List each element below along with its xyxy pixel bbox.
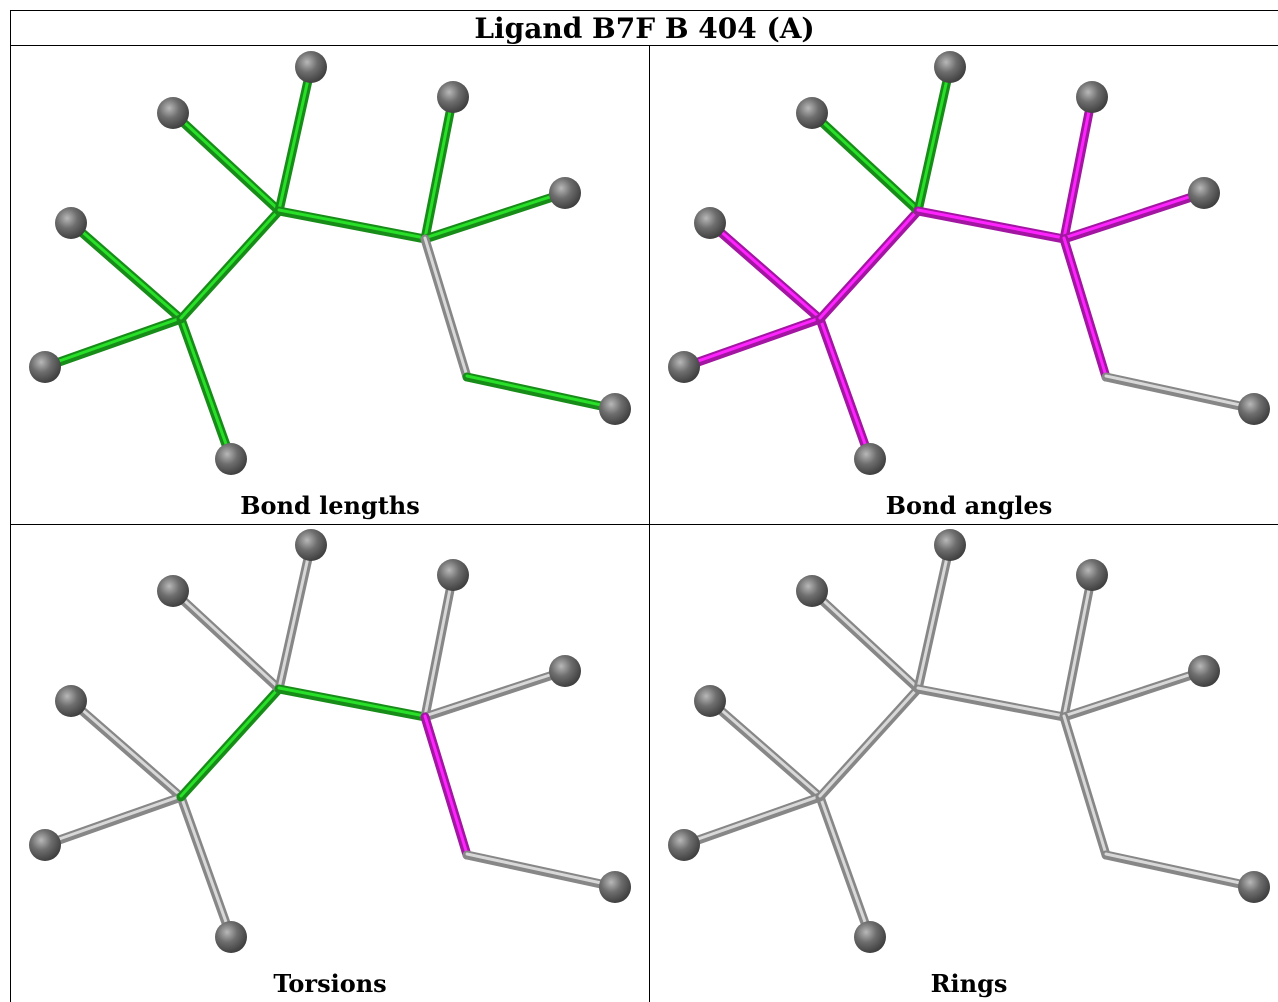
atom-sphere-t <box>1238 871 1270 903</box>
bond-c3-h6 <box>1059 570 1097 722</box>
bond-c1-h2 <box>40 314 186 372</box>
bond-c1-h1 <box>705 696 825 802</box>
bond-c3-h6 <box>1059 92 1097 244</box>
bond-c2-c3 <box>913 206 1069 244</box>
molecule-diagram <box>29 529 631 953</box>
panel-caption: Bond lengths <box>240 491 420 520</box>
molecule-diagram <box>668 51 1270 475</box>
atom-sphere-h3 <box>215 443 247 475</box>
atom-sphere-t <box>1238 393 1270 425</box>
atom-sphere-h6 <box>437 559 469 591</box>
figure-title: Ligand B7F B 404 (A) <box>10 10 1278 46</box>
atom-sphere-h3 <box>215 921 247 953</box>
atom-sphere-h5 <box>934 51 966 83</box>
bond-c2-c3 <box>274 684 430 722</box>
bond-c2-h5 <box>913 540 955 694</box>
atom-sphere-h4 <box>796 97 828 129</box>
bond-c4-t <box>462 372 620 414</box>
panel-caption: Torsions <box>273 969 387 998</box>
atom-sphere-h6 <box>1076 559 1108 591</box>
bond-c1-h3 <box>815 792 875 942</box>
bond-c2-c3 <box>913 684 1069 722</box>
atom-sphere-h7 <box>549 177 581 209</box>
bond-c2-h5 <box>274 62 316 216</box>
panel-rings: Rings <box>650 525 1278 1001</box>
bond-c1-c2 <box>176 206 284 324</box>
bond-c2-h5 <box>274 540 316 694</box>
atom-sphere-h7 <box>549 655 581 687</box>
bond-c1-c2 <box>815 684 923 802</box>
bond-c2-c3 <box>274 206 430 244</box>
molecule-diagram <box>29 51 631 475</box>
bond-c1-h2 <box>679 792 825 850</box>
atom-sphere-t <box>599 393 631 425</box>
atom-sphere-h2 <box>668 829 700 861</box>
atom-sphere-h4 <box>157 575 189 607</box>
bond-c1-c2 <box>176 684 284 802</box>
bond-c3-c4 <box>420 234 472 382</box>
atom-sphere-h6 <box>1076 81 1108 113</box>
bond-c3-h6 <box>420 570 458 722</box>
atom-sphere-h1 <box>694 207 726 239</box>
bond-c2-h5 <box>913 62 955 216</box>
panel-caption: Bond angles <box>885 491 1053 520</box>
bond-c1-h1 <box>66 218 186 324</box>
atom-sphere-h3 <box>854 443 886 475</box>
atom-sphere-h2 <box>668 351 700 383</box>
bond-c2-h4 <box>807 586 923 694</box>
atom-sphere-h5 <box>295 51 327 83</box>
bond-c2-h4 <box>807 108 923 216</box>
atom-sphere-h7 <box>1188 177 1220 209</box>
bond-c1-c2 <box>815 206 923 324</box>
atom-sphere-h1 <box>55 685 87 717</box>
row-divider <box>10 524 1278 525</box>
panel-caption: Rings <box>930 969 1008 998</box>
panel-bond-lengths: Bond lengths <box>11 47 649 523</box>
bond-c2-h4 <box>168 108 284 216</box>
bond-c4-t <box>1101 850 1259 892</box>
bond-c1-h1 <box>66 696 186 802</box>
atom-sphere-h6 <box>437 81 469 113</box>
bond-c1-h2 <box>40 792 186 850</box>
bond-c3-h7 <box>420 666 570 722</box>
bond-c3-h7 <box>420 188 570 244</box>
bond-c3-h7 <box>1059 666 1209 722</box>
atom-sphere-h5 <box>295 529 327 561</box>
bond-c3-h7 <box>1059 188 1209 244</box>
atom-sphere-h3 <box>854 921 886 953</box>
bond-c4-t <box>462 850 620 892</box>
atom-sphere-t <box>599 871 631 903</box>
atom-sphere-h4 <box>796 575 828 607</box>
atom-sphere-h2 <box>29 829 61 861</box>
bond-c1-h3 <box>815 314 875 464</box>
molecule-diagram <box>668 529 1270 953</box>
bond-c1-h3 <box>176 792 236 942</box>
bond-c1-h2 <box>679 314 825 372</box>
atom-sphere-h5 <box>934 529 966 561</box>
atom-sphere-h4 <box>157 97 189 129</box>
bond-c1-h3 <box>176 314 236 464</box>
panel-torsions: Torsions <box>11 525 649 1001</box>
bond-c3-c4 <box>1059 712 1111 860</box>
atom-sphere-h2 <box>29 351 61 383</box>
atom-sphere-h7 <box>1188 655 1220 687</box>
atom-sphere-h1 <box>694 685 726 717</box>
atom-sphere-h1 <box>55 207 87 239</box>
bond-c1-h1 <box>705 218 825 324</box>
panel-bond-angles: Bond angles <box>650 47 1278 523</box>
bond-c4-t <box>1101 372 1259 414</box>
bond-c3-h6 <box>420 92 458 244</box>
bond-c3-c4 <box>420 712 472 860</box>
bond-c3-c4 <box>1059 234 1111 382</box>
bond-c2-h4 <box>168 586 284 694</box>
